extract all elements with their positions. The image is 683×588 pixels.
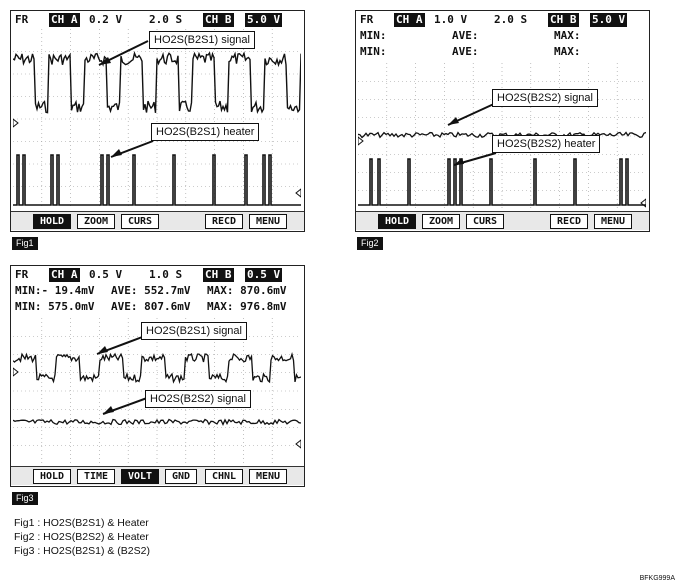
- ave-readout: AVE:: [452, 45, 479, 58]
- ch-b-marker-icon: [295, 439, 301, 449]
- plot-area: [13, 29, 301, 209]
- chnl-button[interactable]: CHNL: [205, 469, 243, 484]
- max-readout: MAX:: [554, 45, 581, 58]
- channel-b-scale: 5.0 V: [590, 13, 628, 27]
- caption-fig3: Fig3 : HO2S(B2S1) & (B2S2): [14, 545, 150, 557]
- channel-a-scale: 0.5 V: [89, 268, 123, 281]
- ave-readout: AVE:: [452, 29, 479, 42]
- channel-a-scale: 0.2 V: [89, 13, 123, 26]
- channel-a-scale: 1.0 V: [434, 13, 468, 26]
- heater-callout: HO2S(B2S1) heater: [151, 123, 260, 141]
- time-button[interactable]: TIME: [77, 469, 115, 484]
- ave-readout: AVE: 807.6mV: [111, 300, 191, 313]
- signal-callout: HO2S(B2S1) signal: [149, 31, 255, 49]
- max-readout: MAX: 870.6mV: [207, 284, 287, 297]
- scope-fig3: FR CH A 0.5 V 1.0 S CH B 0.5 V MIN:- 19.…: [10, 265, 305, 487]
- timebase: 1.0 S: [149, 268, 183, 281]
- max-readout: MAX:: [554, 29, 581, 42]
- curs-button[interactable]: CURS: [466, 214, 504, 229]
- channel-b-label: CH B: [203, 13, 234, 27]
- scope-header: FR CH A 1.0 V 2.0 S CH B 5.0 V: [356, 13, 649, 27]
- ave-readout: AVE: 552.7mV: [111, 284, 191, 297]
- menu-button[interactable]: MENU: [249, 214, 287, 229]
- scope-header: FR CH A 0.5 V 1.0 S CH B 0.5 V: [11, 268, 304, 282]
- signal-callout: HO2S(B2S2) signal: [145, 390, 251, 408]
- signal-callout: HO2S(B2S1) signal: [141, 322, 247, 340]
- menu-button[interactable]: MENU: [594, 214, 632, 229]
- stats-row-2: MIN: 575.0mV AVE: 807.6mV MAX: 976.8mV: [11, 300, 304, 314]
- ch-b-marker-icon: [640, 198, 646, 208]
- zoom-button[interactable]: ZOOM: [422, 214, 460, 229]
- caption-fig1: Fig1 : HO2S(B2S1) & Heater: [14, 517, 149, 529]
- volt-button[interactable]: VOLT: [121, 469, 159, 484]
- signal-callout: HO2S(B2S2) signal: [492, 89, 598, 107]
- min-readout: MIN:: [360, 29, 387, 42]
- document-code: BFKG999A: [639, 575, 675, 582]
- hold-button[interactable]: HOLD: [33, 214, 71, 229]
- fr-label: FR: [360, 13, 374, 26]
- min-readout: MIN:: [360, 45, 387, 58]
- scope-header: FR CH A 0.2 V 2.0 S CH B 5.0 V: [11, 13, 304, 27]
- hold-button[interactable]: HOLD: [33, 469, 71, 484]
- waveform-display: [13, 29, 301, 209]
- ch-a-marker-icon: [13, 118, 19, 128]
- ch-b-marker-icon: [295, 188, 301, 198]
- button-bar: HOLD TIME VOLT GND CHNL MENU: [11, 466, 304, 485]
- stats-row-2: MIN: AVE: MAX:: [356, 45, 649, 59]
- heater-callout: HO2S(B2S2) heater: [492, 135, 601, 153]
- figure-tag: Fig2: [357, 237, 383, 250]
- channel-b-scale: 0.5 V: [245, 268, 283, 282]
- recd-button[interactable]: RECD: [205, 214, 243, 229]
- caption-fig2: Fig2 : HO2S(B2S2) & Heater: [14, 531, 149, 543]
- ch-a-marker-icon: [13, 367, 19, 377]
- scope-fig2: FR CH A 1.0 V 2.0 S CH B 5.0 V MIN: AVE:…: [355, 10, 650, 232]
- zoom-button[interactable]: ZOOM: [77, 214, 115, 229]
- timebase: 2.0 S: [149, 13, 183, 26]
- max-readout: MAX: 976.8mV: [207, 300, 287, 313]
- button-bar: HOLD ZOOM CURS RECD MENU: [11, 211, 304, 230]
- channel-b-scale: 5.0 V: [245, 13, 283, 27]
- figure-tag: Fig1: [12, 237, 38, 250]
- button-bar: HOLD ZOOM CURS RECD MENU: [356, 211, 649, 230]
- menu-button[interactable]: MENU: [249, 469, 287, 484]
- gnd-button[interactable]: GND: [165, 469, 197, 484]
- scope-fig1: FR CH A 0.2 V 2.0 S CH B 5.0 V HO2S(B2S1…: [10, 10, 305, 232]
- channel-b-label: CH B: [548, 13, 579, 27]
- hold-button[interactable]: HOLD: [378, 214, 416, 229]
- channel-a-label: CH A: [394, 13, 425, 27]
- fr-label: FR: [15, 268, 29, 281]
- fr-label: FR: [15, 13, 29, 26]
- timebase: 2.0 S: [494, 13, 528, 26]
- channel-a-label: CH A: [49, 13, 80, 27]
- curs-button[interactable]: CURS: [121, 214, 159, 229]
- stats-row-1: MIN:- 19.4mV AVE: 552.7mV MAX: 870.6mV: [11, 284, 304, 298]
- figure-tag: Fig3: [12, 492, 38, 505]
- min-readout: MIN: 575.0mV: [15, 300, 95, 313]
- channel-b-label: CH B: [203, 268, 234, 282]
- stats-row-1: MIN: AVE: MAX:: [356, 29, 649, 43]
- channel-a-label: CH A: [49, 268, 80, 282]
- ch-a-marker-icon: [358, 136, 364, 146]
- recd-button[interactable]: RECD: [550, 214, 588, 229]
- min-readout: MIN:- 19.4mV: [15, 284, 95, 297]
